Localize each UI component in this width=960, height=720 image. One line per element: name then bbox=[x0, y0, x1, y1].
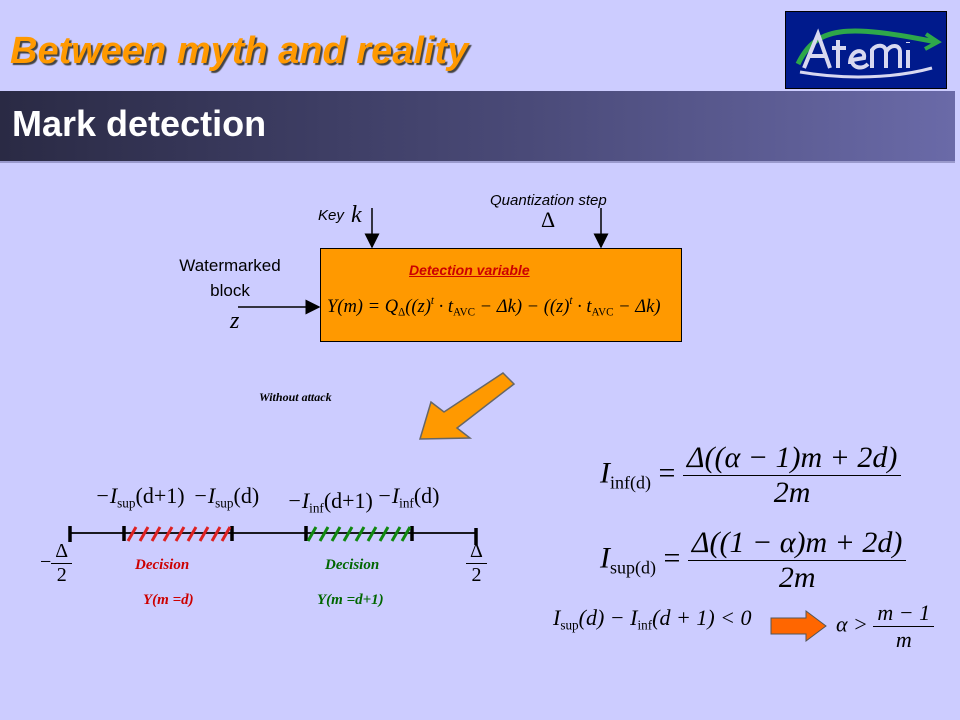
axis-ticks bbox=[68, 526, 478, 545]
left-decision-label: Decision bbox=[135, 557, 190, 573]
logo bbox=[785, 11, 947, 89]
slide-title: Between myth and reality bbox=[10, 30, 469, 72]
artemis-logo-icon bbox=[795, 28, 942, 79]
detection-box: Detection variable Y(m) = QΔ((z)t · tAVC… bbox=[320, 248, 682, 342]
axis-label-iinf-d: −Iinf(d) bbox=[377, 483, 440, 511]
quantization-symbol: Δ bbox=[541, 207, 556, 232]
without-attack-caption: Without attack bbox=[259, 390, 332, 404]
detection-variable-heading: Detection variable bbox=[409, 262, 530, 278]
quantization-step-label: Quantization step bbox=[490, 192, 607, 209]
implies-arrow bbox=[770, 610, 827, 642]
section-header-bar: Mark detection bbox=[0, 91, 955, 163]
section-title: Mark detection bbox=[12, 103, 267, 144]
iinf-equation: Iinf(d) = Δ((α − 1)m + 2d)2m bbox=[600, 441, 902, 510]
key-label: Key bbox=[318, 207, 344, 224]
axis-label-isup-d: −Isup(d) bbox=[193, 483, 260, 511]
left-decision-condition: Y(m =d) bbox=[143, 592, 194, 608]
isup-equation: Isup(d) = Δ((1 − α)m + 2d)2m bbox=[600, 526, 907, 595]
right-decision-hatch bbox=[306, 526, 412, 542]
axis-label-isup-d1: −Isup(d+1) bbox=[95, 483, 185, 511]
left-decision-hatch bbox=[126, 526, 232, 542]
input-symbol: z bbox=[230, 308, 240, 334]
axis-label-iinf-d1: −Iinf(d+1) bbox=[287, 488, 373, 516]
watermarked-block-label: Watermarked block bbox=[179, 256, 281, 300]
key-symbol: k bbox=[351, 202, 362, 228]
detection-formula: Y(m) = QΔ((z)t · tAVC − Δk) − ((z)t · tA… bbox=[327, 295, 661, 319]
down-left-arrow bbox=[418, 372, 516, 440]
right-decision-condition: Y(m =d+1) bbox=[317, 592, 384, 608]
right-decision-label: Decision bbox=[325, 557, 380, 573]
interval-condition: Isup(d) − Iinf(d + 1) < 0 bbox=[553, 605, 752, 633]
